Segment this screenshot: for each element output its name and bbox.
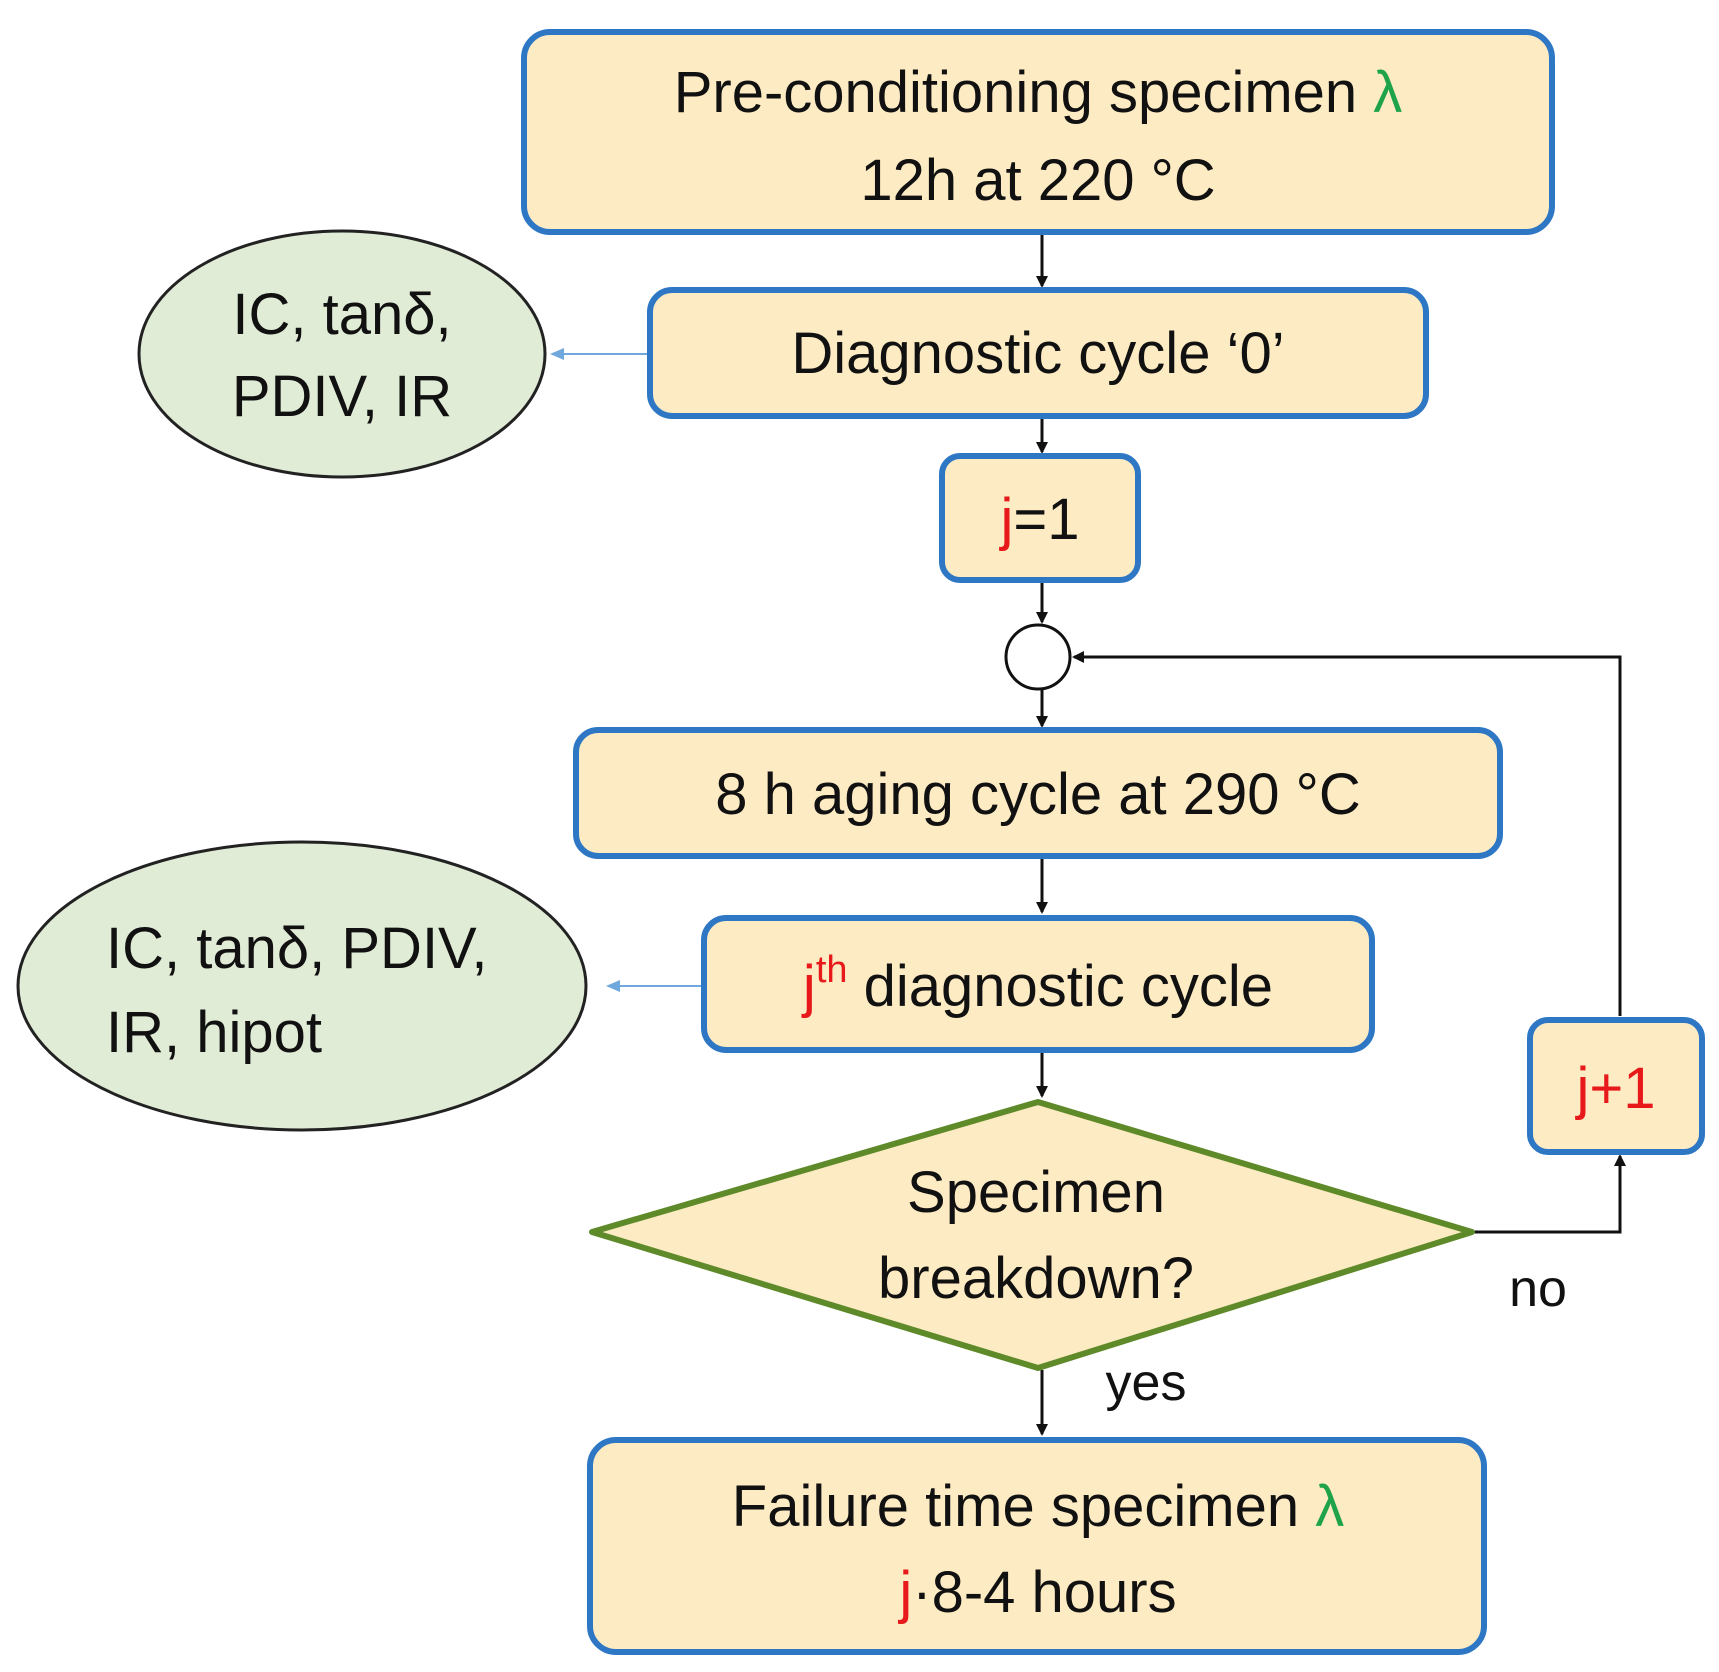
measures-0-line2: PDIV, IR [232,364,452,429]
decision-line1: Specimen [907,1160,1165,1225]
measures-0-ellipse: IC, tanδ, PDIV, IR [137,229,547,479]
increment-j-label: j+1 [1574,1056,1655,1121]
preconditioning-line1: Pre-conditioning specimen λ [674,60,1403,125]
measures-j-line2: IR, hipot [106,1000,322,1065]
diagnostic-cycle-0-box: Diagnostic cycle ‘0’ [647,287,1429,419]
measures-j-line1: IC, tanδ, PDIV, [106,916,488,981]
diagnostic-cycle-j-box: jth diagnostic cycle [701,915,1375,1053]
init-j-box: j=1 [939,453,1141,583]
decision-line2: breakdown? [878,1246,1194,1311]
no-branch-label: no [1509,1260,1567,1318]
init-j-label: j=1 [998,487,1079,552]
loop-junction-circle [1004,623,1072,691]
diagnostic-cycle-j-label: jth diagnostic cycle [801,949,1273,1019]
yes-branch-label: yes [1106,1354,1187,1412]
connectors [1036,232,1626,1436]
measures-0-line1: IC, tanδ, [232,282,451,347]
diagnostic-cycle-0-label: Diagnostic cycle ‘0’ [791,321,1284,386]
aging-cycle-box: 8 h aging cycle at 290 °C [573,727,1503,859]
preconditioning-line2: 12h at 220 °C [860,148,1215,213]
aging-cycle-label: 8 h aging cycle at 290 °C [715,762,1360,827]
failure-line2: j·8-4 hours [897,1560,1176,1625]
measures-j-ellipse: IC, tanδ, PDIV, IR, hipot [16,840,588,1132]
failure-time-box: Failure time specimen λ j·8-4 hours [587,1437,1487,1655]
increment-j-box: j+1 [1527,1017,1705,1155]
side-connectors [550,348,704,992]
failure-line1: Failure time specimen λ [732,1474,1344,1539]
preconditioning-box: Pre-conditioning specimen λ 12h at 220 °… [521,29,1555,235]
breakdown-decision-diamond: Specimen breakdown? [589,1099,1475,1371]
arrow-increment-to-junction [1072,651,1622,1016]
arrow-decision-to-increment [1472,1154,1626,1234]
